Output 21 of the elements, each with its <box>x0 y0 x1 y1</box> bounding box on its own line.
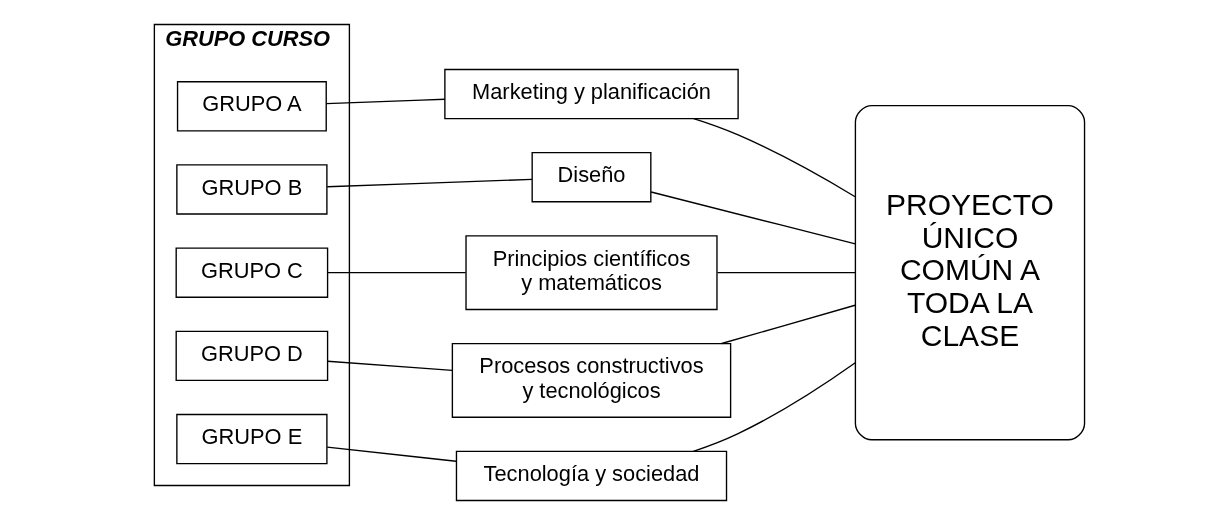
node-box: GRUPO D <box>175 330 329 382</box>
node-box: Marketing y planificación <box>444 68 739 120</box>
connector <box>693 118 856 198</box>
node-box: GRUPO C <box>175 247 329 298</box>
connector <box>692 362 856 452</box>
node-box: Tecnología y sociedad <box>455 450 728 502</box>
node-box: GRUPO A <box>176 81 327 132</box>
node-box: PROYECTO ÚNICO COMÚN A TODA LA CLASE <box>854 104 1086 441</box>
connector <box>325 98 446 105</box>
connector <box>326 178 533 188</box>
connector <box>326 446 457 462</box>
connector <box>716 272 856 274</box>
node-box: Principios científicos y matemáticos <box>465 235 718 311</box>
node-box: Procesos constructivos y tecnológicos <box>451 342 732 418</box>
node-box: GRUPO E <box>176 413 328 465</box>
node-box: Diseño <box>531 152 652 203</box>
connector <box>326 360 453 372</box>
node-box: GRUPO B <box>176 164 328 215</box>
connector <box>720 304 856 345</box>
connector <box>326 272 467 274</box>
connector <box>650 191 856 245</box>
